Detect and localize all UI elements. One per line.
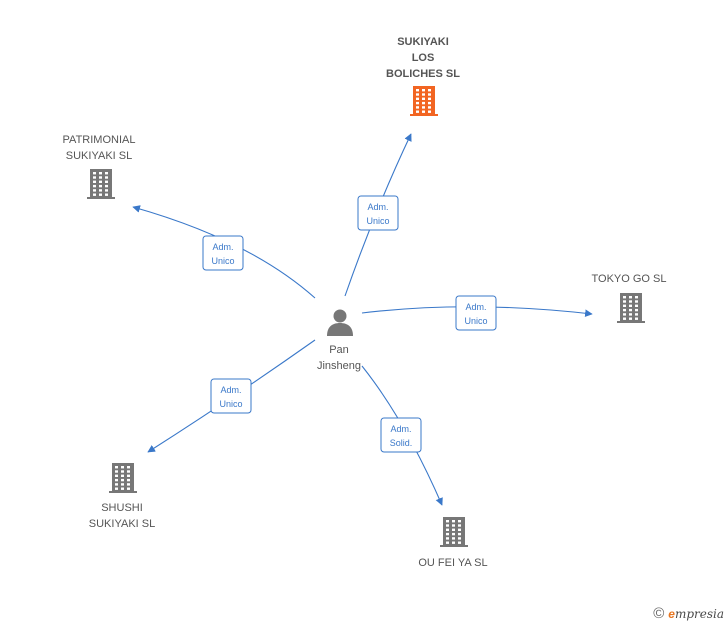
- copyright-symbol: ©: [653, 605, 665, 622]
- company-node-tokyo-go[interactable]: TOKYO GO SL: [592, 273, 667, 323]
- edge-to-shushi-sukiyaki: Adm. Unico: [147, 339, 316, 453]
- building-icon: [109, 463, 137, 493]
- edge-label-line2: Unico: [211, 256, 234, 266]
- edge-label-line1: Adm.: [465, 302, 486, 312]
- edge-label-line1: Adm.: [367, 202, 388, 212]
- company-label-shushi-sukiyaki-line2: SUKIYAKI SL: [89, 518, 155, 530]
- company-label-patrimonial-sukiyaki-line2: SUKIYAKI SL: [66, 150, 132, 162]
- company-label-sukiyaki-los-boliches-line2: LOS: [412, 52, 435, 64]
- edge-label-line2: Solid.: [390, 438, 413, 448]
- edge-label-box[interactable]: [357, 195, 399, 231]
- edge-label-box[interactable]: [202, 235, 244, 271]
- company-label-patrimonial-sukiyaki-line1: PATRIMONIAL: [63, 134, 136, 146]
- edge-label-line1: Adm.: [212, 242, 233, 252]
- building-icon: [87, 169, 115, 199]
- brand-logo-initial: e: [668, 607, 675, 621]
- edge-to-ou-fei-ya: Adm. Solid.: [361, 365, 443, 506]
- edge-label-line1: Adm.: [390, 424, 411, 434]
- edge-to-sukiyaki-los-boliches: Adm. Unico: [344, 133, 412, 297]
- company-label-sukiyaki-los-boliches-line3: BOLICHES SL: [386, 68, 460, 80]
- brand-logo-name: mpresia: [674, 607, 724, 621]
- edge-label-box[interactable]: [455, 295, 497, 331]
- company-node-shushi-sukiyaki[interactable]: SHUSHI SUKIYAKI SL: [89, 463, 155, 530]
- edge-label-line2: Unico: [366, 216, 389, 226]
- company-label-sukiyaki-los-boliches-line1: SUKIYAKI: [397, 36, 449, 48]
- edge-to-tokyo-go: Adm. Unico: [361, 295, 593, 331]
- footer-branding: ©empresia: [653, 605, 724, 622]
- building-icon: [440, 517, 468, 547]
- person-node[interactable]: Pan Jinsheng: [317, 309, 361, 373]
- person-name-line1: Pan: [329, 344, 349, 356]
- building-icon: [617, 293, 645, 323]
- edge-label-line2: Unico: [219, 399, 242, 409]
- edge-label-box[interactable]: [380, 417, 422, 453]
- company-label-tokyo-go-line1: TOKYO GO SL: [592, 273, 667, 285]
- company-label-ou-fei-ya-line1: OU FEI YA SL: [418, 557, 487, 569]
- company-node-ou-fei-ya[interactable]: OU FEI YA SL: [418, 517, 488, 569]
- edge-label-line2: Unico: [464, 316, 487, 326]
- edge-label-line1: Adm.: [220, 385, 241, 395]
- building-icon: [410, 86, 438, 116]
- edge-label-box[interactable]: [210, 378, 252, 414]
- person-icon: [327, 309, 353, 336]
- company-label-shushi-sukiyaki-line1: SHUSHI: [101, 502, 143, 514]
- company-node-sukiyaki-los-boliches[interactable]: SUKIYAKI LOS BOLICHES SL: [386, 36, 460, 116]
- person-name-line2: Jinsheng: [317, 360, 361, 372]
- company-node-patrimonial-sukiyaki[interactable]: PATRIMONIAL SUKIYAKI SL: [63, 134, 136, 199]
- edge-to-patrimonial-sukiyaki: Adm. Unico: [132, 205, 316, 299]
